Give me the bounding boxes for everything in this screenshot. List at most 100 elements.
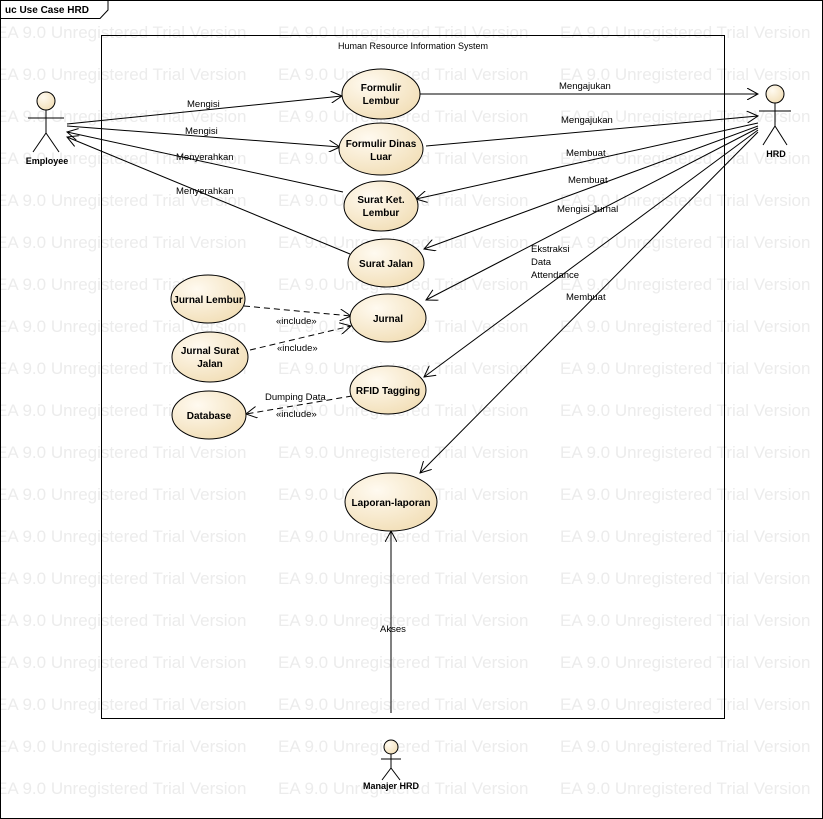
watermark-text: EA 9.0 Unregistered Trial Version — [560, 233, 810, 252]
watermark-text: EA 9.0 Unregistered Trial Version — [278, 443, 528, 462]
actor-manajer-label: Manajer HRD — [363, 781, 420, 791]
usecase-laporan-laporan[interactable]: Laporan-laporan — [344, 472, 438, 532]
edge-surat-jalan-employee — [67, 137, 351, 255]
label-hrd-laporan: Membuat — [566, 292, 606, 303]
label-emp-formulir-dinas: Mengisi — [185, 126, 218, 137]
watermark-text: EA 9.0 Unregistered Trial Version — [560, 275, 810, 294]
usecase-label: Jalan — [197, 359, 223, 370]
watermark-text: EA 9.0 Unregistered Trial Version — [278, 737, 528, 756]
label-hrd-jurnal: Mengisi Jurnal — [557, 204, 618, 215]
watermark-text: EA 9.0 Unregistered Trial Version — [0, 191, 246, 210]
watermark-text: EA 9.0 Unregistered Trial Version — [0, 485, 246, 504]
watermark-text: EA 9.0 Unregistered Trial Version — [0, 149, 246, 168]
watermark-text: EA 9.0 Unregistered Trial Version — [0, 233, 246, 252]
actor-head-icon — [383, 739, 399, 755]
usecase-label: Formulir — [361, 83, 402, 94]
usecase-surat-ket-lembur[interactable]: Surat Ket. Lembur — [343, 180, 419, 232]
usecase-label: Luar — [370, 152, 392, 163]
watermark-text: EA 9.0 Unregistered Trial Version — [560, 359, 810, 378]
system-title: Human Resource Information System — [338, 41, 488, 51]
watermark-text: EA 9.0 Unregistered Trial Version — [0, 653, 246, 672]
actor-employee-label: Employee — [26, 156, 69, 166]
actor-manajer-hrd[interactable] — [381, 739, 401, 781]
watermark-text: EA 9.0 Unregistered Trial Version — [278, 653, 528, 672]
watermark-text: EA 9.0 Unregistered Trial Version — [560, 149, 810, 168]
actor-hrd[interactable] — [759, 84, 791, 146]
watermark-text: EA 9.0 Unregistered Trial Version — [278, 527, 528, 546]
watermark-text: EA 9.0 Unregistered Trial Version — [0, 443, 246, 462]
usecase-label: RFID Tagging — [356, 386, 420, 397]
actor-head-icon — [36, 91, 56, 111]
watermark-text: EA 9.0 Unregistered Trial Version — [560, 611, 810, 630]
usecase-label: Lembur — [363, 96, 400, 107]
edge-employee-formulir-dinas — [66, 125, 340, 147]
usecase-label: Jurnal — [373, 314, 403, 325]
edge-hrd-ket-lembur — [416, 122, 759, 199]
edge-hrd-surat-jalan — [424, 125, 759, 249]
edge-hrd-jurnal — [426, 127, 759, 300]
label-ket-lembur-emp: Menyerahkan — [176, 152, 234, 163]
watermark-text: EA 9.0 Unregistered Trial Version — [278, 23, 528, 42]
usecase-formulir-dinas-luar[interactable]: Formulir Dinas Luar — [338, 122, 424, 176]
edge-hrd-rfid — [424, 129, 759, 377]
usecase-label: Surat Jalan — [359, 259, 413, 270]
watermark-text: EA 9.0 Unregistered Trial Version — [560, 401, 810, 420]
actor-head-icon — [765, 84, 785, 104]
usecase-label: Jurnal Lembur — [173, 295, 243, 306]
watermark-text: EA 9.0 Unregistered Trial Version — [0, 611, 246, 630]
edge-include-database — [246, 395, 353, 414]
watermark-text: EA 9.0 Unregistered Trial Version — [560, 527, 810, 546]
usecase-jurnal[interactable]: Jurnal — [349, 293, 427, 343]
watermark-text: EA 9.0 Unregistered Trial Version — [0, 317, 246, 336]
watermark-text: EA 9.0 Unregistered Trial Version — [0, 779, 246, 798]
label-hrd-ket-lembur: Membuat — [566, 148, 606, 159]
watermark-text: EA 9.0 Unregistered Trial Version — [560, 191, 810, 210]
watermark-text: EA 9.0 Unregistered Trial Version — [0, 695, 246, 714]
usecase-jurnal-lembur[interactable]: Jurnal Lembur — [170, 274, 246, 324]
watermark-text: EA 9.0 Unregistered Trial Version — [560, 695, 810, 714]
usecase-label: Database — [187, 411, 232, 422]
usecase-jurnal-surat-jalan[interactable]: Jurnal Surat Jalan — [171, 331, 249, 383]
usecase-database[interactable]: Database — [171, 390, 247, 440]
frame-title: uc Use Case HRD — [5, 5, 89, 16]
actor-employee[interactable] — [28, 91, 64, 153]
usecase-surat-jalan[interactable]: Surat Jalan — [347, 238, 425, 288]
usecase-label: Surat Ket. — [357, 195, 404, 206]
usecase-label: Lembur — [363, 208, 400, 219]
edge-hrd-laporan — [420, 131, 759, 473]
watermark-text: EA 9.0 Unregistered Trial Version — [560, 653, 810, 672]
watermark-text: EA 9.0 Unregistered Trial Version — [278, 695, 528, 714]
watermark-text: EA 9.0 Unregistered Trial Version — [560, 23, 810, 42]
watermark-text: EA 9.0 Unregistered Trial Version — [560, 443, 810, 462]
system-boundary — [101, 35, 725, 719]
watermark-text: EA 9.0 Unregistered Trial Version — [560, 317, 810, 336]
label-include-jurnal-surat-jalan: «include» — [277, 343, 318, 354]
label-emp-formulir-lembur: Mengisi — [187, 99, 220, 110]
watermark-text: EA 9.0 Unregistered Trial Version — [0, 65, 246, 84]
label-include-database: «include» — [276, 409, 317, 420]
label-hrd-surat-jalan: Membuat — [568, 175, 608, 186]
label-formulir-lembur-hrd: Mengajukan — [559, 81, 611, 92]
usecase-rfid-tagging[interactable]: RFID Tagging — [349, 365, 427, 415]
label-formulir-dinas-hrd: Mengajukan — [561, 115, 613, 126]
label-dumping-data: Dumping Data — [265, 392, 326, 403]
watermark-text: EA 9.0 Unregistered Trial Version — [278, 107, 528, 126]
edge-include-jurnal-surat-jalan — [249, 326, 351, 351]
usecase-formulir-lembur[interactable]: Formulir Lembur — [341, 68, 421, 120]
usecase-label: Formulir Dinas — [346, 139, 417, 150]
watermark-text: EA 9.0 Unregistered Trial Version — [278, 779, 528, 798]
label-surat-jalan-emp: Menyerahkan — [176, 186, 234, 197]
actor-hrd-label: HRD — [766, 149, 786, 159]
watermark-text: EA 9.0 Unregistered Trial Version — [560, 569, 810, 588]
frame-tab — [0, 0, 109, 19]
watermark-text: EA 9.0 Unregistered Trial Version — [560, 779, 810, 798]
edge-include-jurnal-lembur — [243, 305, 351, 316]
watermark-text: EA 9.0 Unregistered Trial Version — [560, 737, 810, 756]
watermark-text: EA 9.0 Unregistered Trial Version — [0, 527, 246, 546]
edge-formulir-dinas-hrd — [425, 116, 758, 147]
watermark-text: EA 9.0 Unregistered Trial Version — [278, 611, 528, 630]
watermark-text: EA 9.0 Unregistered Trial Version — [278, 569, 528, 588]
usecase-label: Laporan-laporan — [352, 498, 431, 509]
label-include-jurnal-lembur: «include» — [276, 316, 317, 327]
